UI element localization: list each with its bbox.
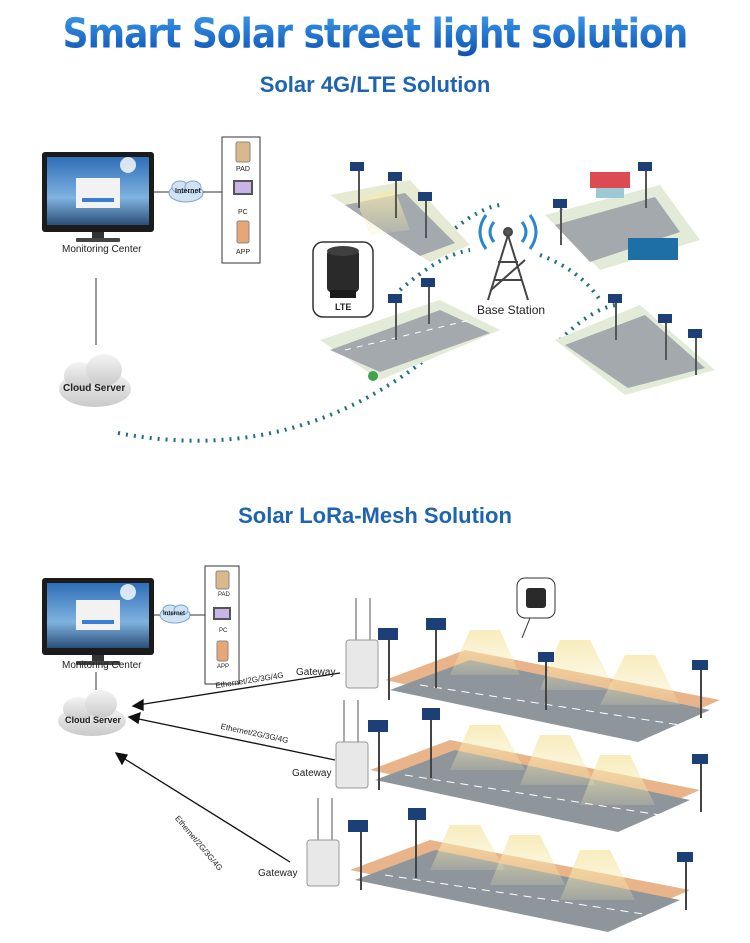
internet-label-2: Internet (163, 611, 186, 617)
cloud-server-label-1: Cloud Server (63, 383, 126, 394)
gateway-label-1: Gateway (296, 667, 336, 678)
monitor-1 (42, 152, 154, 242)
cloud-server-1 (59, 354, 131, 407)
monitoring-center-label-1: Monitoring Center (62, 244, 142, 255)
lora-road-1 (385, 630, 720, 742)
device-label-pad-2: PAD (218, 592, 230, 598)
lte-label: LTE (335, 302, 352, 312)
road-scene-top-left (330, 162, 470, 262)
lora-section-heading: Solar LoRa-Mesh Solution (238, 503, 512, 528)
lora-road-3 (350, 825, 690, 932)
solar-poles (348, 618, 708, 910)
road-scene-bottom-left (320, 278, 500, 381)
monitor-2 (42, 578, 154, 665)
gateway-device-3 (306, 798, 340, 887)
gateway-device-1 (345, 598, 379, 689)
lte-device (312, 241, 374, 318)
lte-section-heading: Solar 4G/LTE Solution (259, 72, 491, 97)
internet-cloud-1 (168, 180, 204, 203)
device-label-app-2: APP (217, 664, 230, 670)
internet-label-1: Internet (175, 188, 201, 195)
lora-node-callout (516, 577, 556, 639)
signal-arcs (117, 203, 616, 443)
device-label-pad-1: PAD (236, 166, 250, 173)
page-title: Smart Solar street light solution (0, 11, 750, 58)
base-station (478, 214, 538, 301)
monitoring-center-label-2: Monitoring Center (62, 660, 142, 671)
gateway-arrows (114, 672, 341, 863)
gateway-label-2: Gateway (292, 768, 332, 779)
road-scene-top-right (545, 162, 700, 270)
device-label-pc-1: PC (238, 209, 248, 216)
base-station-label: Base Station (477, 303, 546, 317)
gateway-device-2 (335, 700, 369, 789)
device-label-pc-2: PC (219, 628, 228, 634)
road-scene-bottom-right (555, 294, 715, 395)
cloud-server-label-2: Cloud Server (65, 715, 122, 725)
cloud-server-2 (58, 690, 126, 736)
gateway-label-3: Gateway (258, 868, 298, 879)
device-label-app-1: APP (236, 249, 251, 256)
lora-road-2 (370, 725, 700, 832)
